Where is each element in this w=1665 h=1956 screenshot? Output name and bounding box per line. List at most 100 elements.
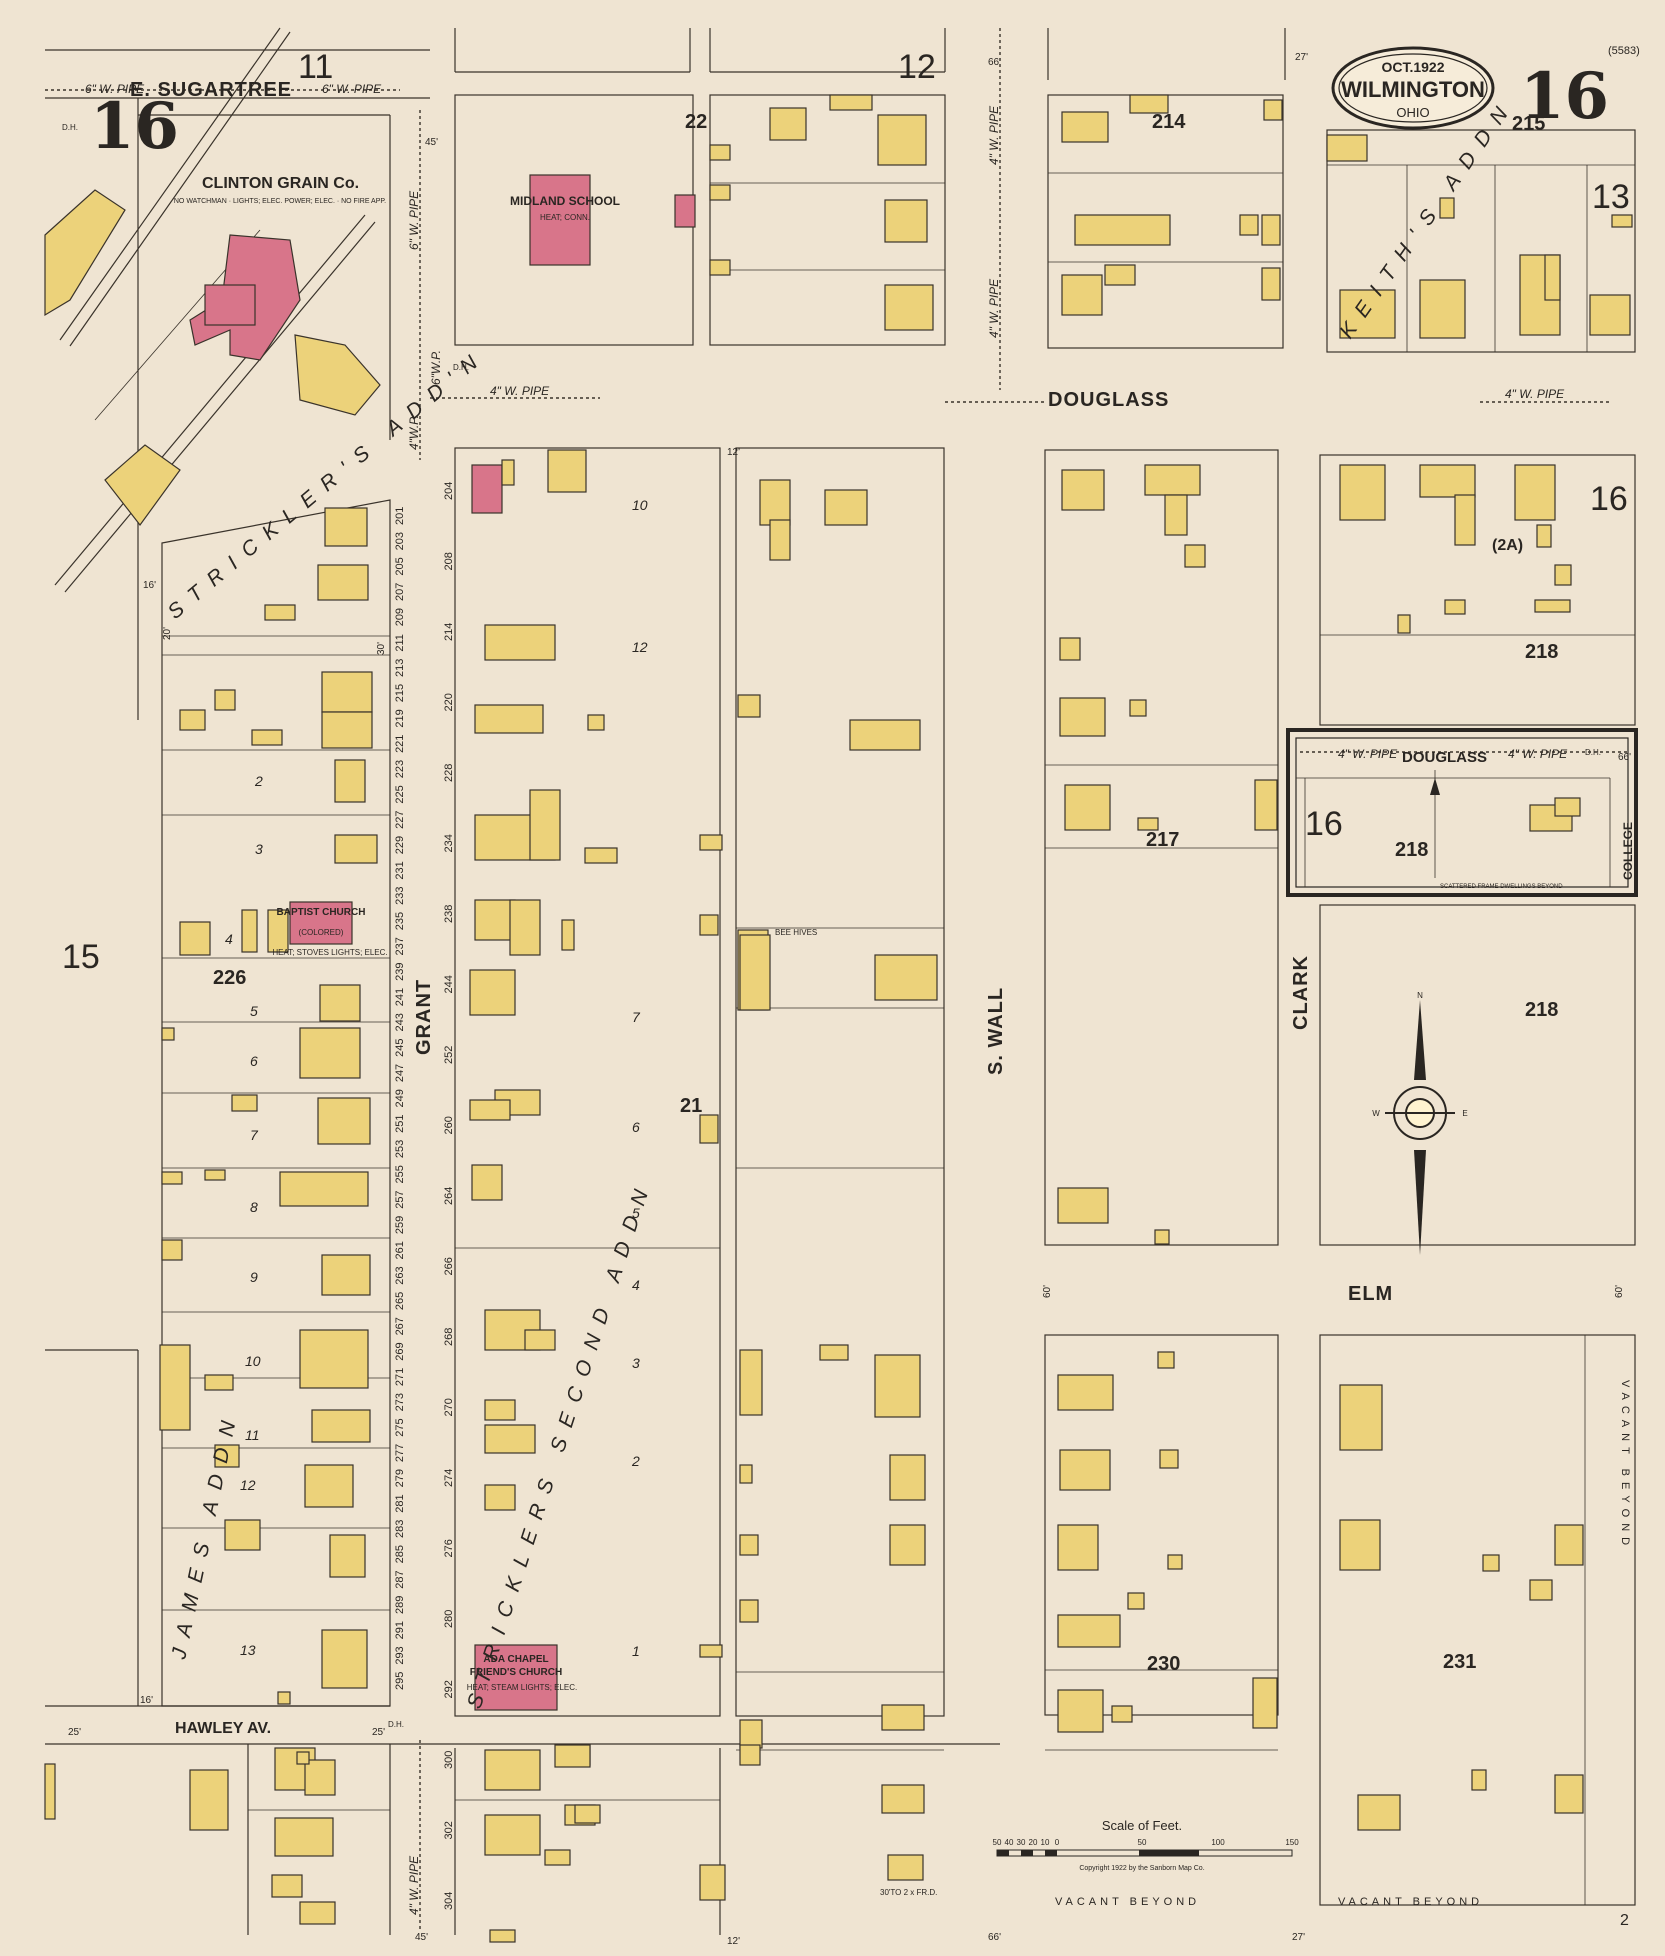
copyright: Copyright 1922 by the Sanborn Map Co. (1079, 1865, 1204, 1872)
address-number: 268 (443, 1328, 455, 1346)
width-label: 45' (415, 1932, 428, 1943)
address-number: 291 (394, 1621, 406, 1639)
scale-tick: 50 (993, 1838, 1002, 1847)
lot-number: 5 (632, 1205, 640, 1221)
title-cartouche: OCT.1922 WILMINGTON OHIO (1331, 46, 1495, 130)
label-scattered: SCATTERED FRAME DWELLINGS BEYOND (1440, 884, 1563, 890)
block-number: 231 (1443, 1651, 1476, 1673)
address-number: 255 (394, 1165, 406, 1183)
address-number: 280 (443, 1610, 455, 1628)
address-number: 293 (394, 1646, 406, 1664)
address-number: 276 (443, 1539, 455, 1557)
block-number: (2A) (1492, 537, 1523, 554)
map-date: OCT.1922 (1381, 59, 1444, 75)
street-clark: CLARK (1290, 955, 1312, 1030)
svg-text:N: N (1417, 991, 1423, 1000)
address-column-grant-west: 2012032052072092112132152192212232252272… (394, 507, 406, 1690)
scale-bar: Scale of Feet. 50 40 30 20 10 0 50 100 1… (993, 1818, 1300, 1872)
address-number: 238 (443, 905, 455, 923)
address-number: 283 (394, 1520, 406, 1538)
address-number: 292 (443, 1680, 455, 1698)
address-number: 251 (394, 1114, 406, 1132)
address-number: 302 (443, 1821, 455, 1839)
address-number: 304 (443, 1892, 455, 1910)
address-number: 208 (443, 552, 455, 570)
inset-panel (1286, 728, 1638, 897)
address-number: 265 (394, 1292, 406, 1310)
address-number: 289 (394, 1596, 406, 1614)
address-number: 244 (443, 975, 455, 993)
svg-text:W: W (1372, 1109, 1380, 1118)
address-number: 274 (443, 1469, 455, 1487)
scale-tick: 30 (1017, 1838, 1026, 1847)
adjacent-sheet: 13 (1592, 178, 1630, 216)
address-number: 273 (394, 1393, 406, 1411)
label-friends-church: FRIEND'S CHURCH (470, 1667, 562, 1678)
lot-number: 4 (225, 931, 233, 947)
block-number: 217 (1146, 829, 1179, 851)
address-number: 231 (394, 861, 406, 879)
width-label: 12' (727, 1936, 740, 1947)
block-number: 215 (1512, 113, 1545, 135)
pipe-label: 4" W. PIPE (987, 105, 1001, 165)
block-number: 230 (1147, 1653, 1180, 1675)
address-number: 220 (443, 693, 455, 711)
width-label: 25' (372, 1727, 385, 1738)
address-number: 270 (443, 1398, 455, 1416)
pipe-label: 4" W. PIPE (1338, 747, 1398, 761)
address-number: 257 (394, 1190, 406, 1208)
lot-number: 11 (245, 1427, 260, 1443)
label-dh: D.H. (1585, 748, 1601, 757)
width-label: 66' (988, 1932, 1001, 1943)
scale-tick: 150 (1285, 1838, 1299, 1847)
address-number: 281 (394, 1494, 406, 1512)
scale-tick: 50 (1138, 1838, 1147, 1847)
address-number: 266 (443, 1257, 455, 1275)
address-number: 201 (394, 507, 406, 525)
scale-tick: 0 (1055, 1838, 1060, 1847)
address-number: 233 (394, 887, 406, 905)
address-number: 269 (394, 1342, 406, 1360)
lot-number: 10 (632, 497, 648, 513)
address-number: 243 (394, 1013, 406, 1031)
label-frame-note: 30'TO 2 x FR.D. (880, 1888, 937, 1897)
pipe-label: 4" W. PIPE (1508, 747, 1568, 761)
street-sugartree: E. SUGARTREE (130, 79, 292, 101)
address-number: 203 (394, 532, 406, 550)
address-number: 253 (394, 1140, 406, 1158)
address-number: 209 (394, 608, 406, 626)
label-dh: D.H. (453, 363, 469, 372)
address-number: 277 (394, 1444, 406, 1462)
pipe-label: 4"W.P. (407, 415, 421, 450)
adjacent-sheet: 12 (898, 48, 936, 86)
label-vacant-beyond: VACANT BEYOND (1055, 1896, 1200, 1908)
address-number: 295 (394, 1672, 406, 1690)
scale-title: Scale of Feet. (1102, 1818, 1182, 1833)
pipe-label: 6" W. PIPE (407, 190, 421, 250)
street-college: COLLEGE (1621, 822, 1635, 880)
street-grant: GRANT (413, 979, 435, 1055)
label-midland-school: MIDLAND SCHOOL (510, 194, 620, 208)
address-number: 247 (394, 1064, 406, 1082)
corner-mark: 2 (1620, 1912, 1629, 1929)
width-label: 66' (1618, 752, 1631, 763)
address-number: 279 (394, 1469, 406, 1487)
scale-tick: 40 (1005, 1838, 1014, 1847)
adjacent-sheet: 16 (1590, 480, 1628, 518)
width-label: 60' (1042, 1285, 1053, 1298)
address-column-grant-east: 2042082142202282342382442522602642662682… (443, 482, 455, 1910)
scale-tick: 10 (1041, 1838, 1050, 1847)
lot-number: 2 (631, 1453, 640, 1469)
address-number: 225 (394, 785, 406, 803)
address-number: 275 (394, 1418, 406, 1436)
address-number: 300 (443, 1751, 455, 1769)
street-elm: ELM (1348, 1283, 1393, 1305)
label-vacant-beyond: VACANT BEYOND (1338, 1896, 1483, 1908)
adjacent-sheet: 15 (62, 938, 100, 976)
address-number: 261 (394, 1241, 406, 1259)
width-label: 12' (727, 447, 740, 458)
pipe-label: 6" W. PIPE (322, 82, 382, 96)
address-number: 237 (394, 937, 406, 955)
address-number: 211 (394, 634, 406, 652)
width-label: 30' (376, 642, 387, 655)
